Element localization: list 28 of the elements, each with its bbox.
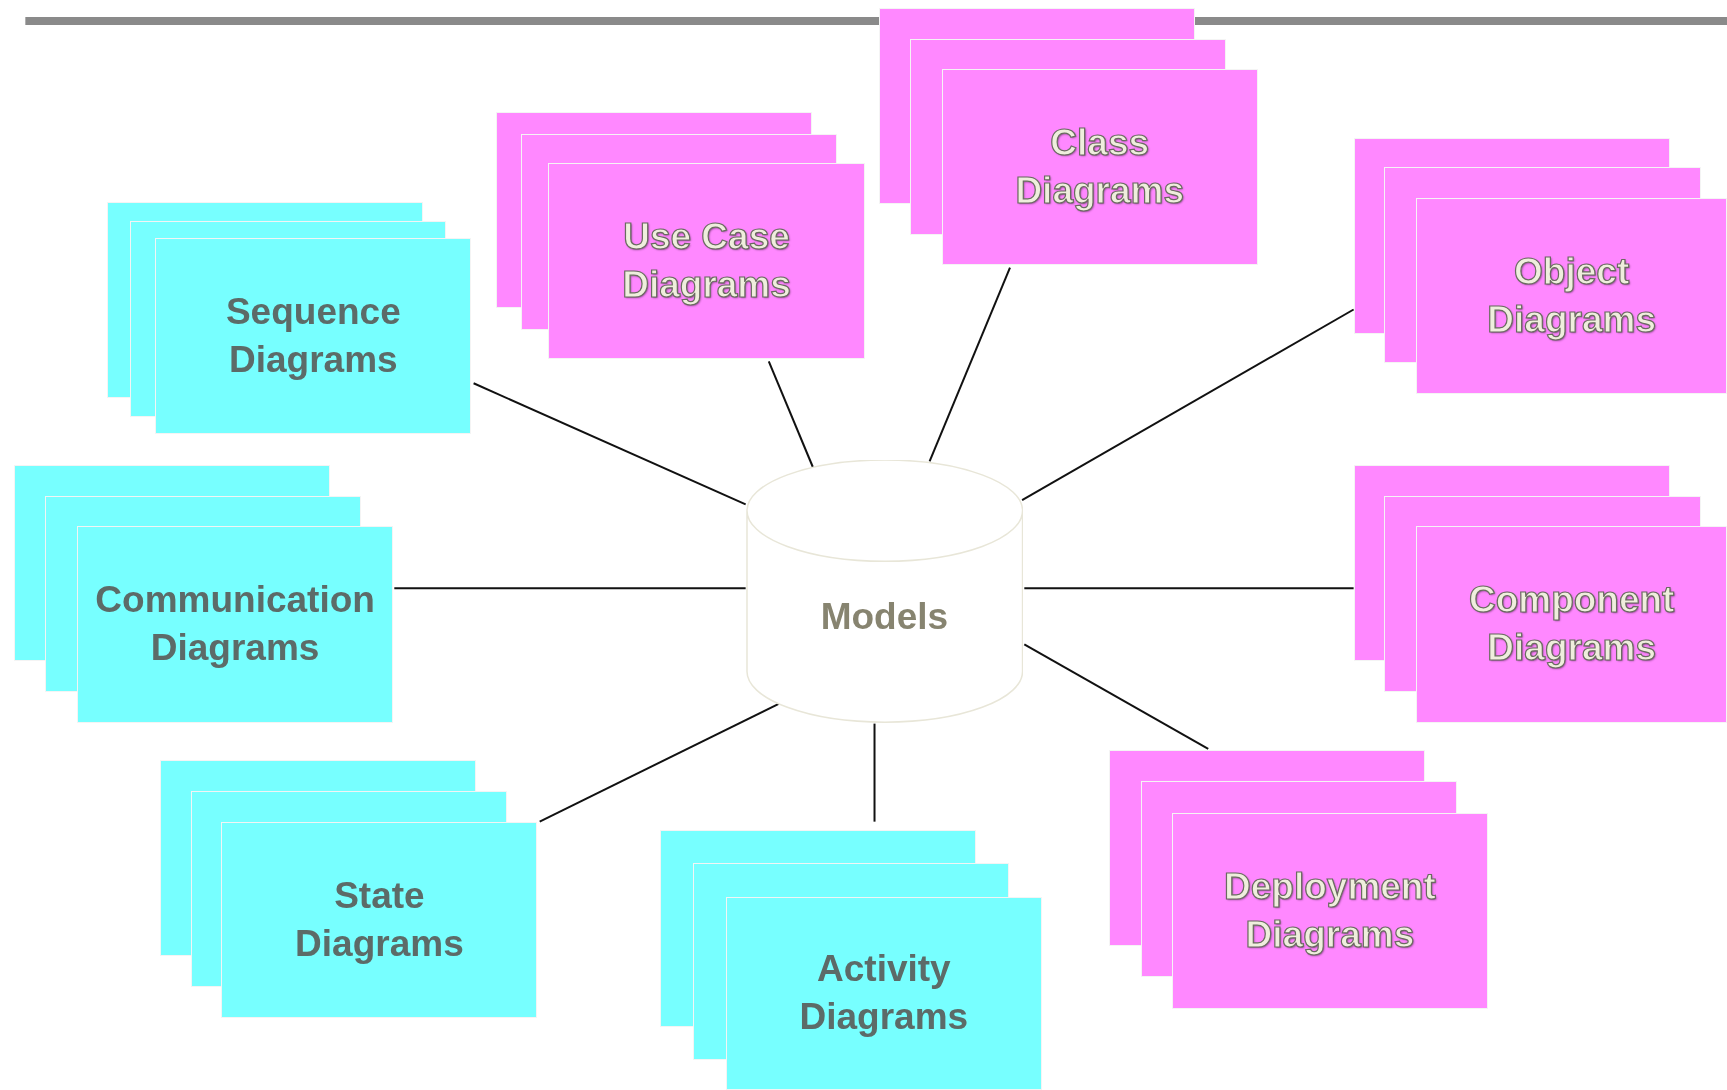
connector-line: [393, 587, 747, 590]
connector-line: [538, 702, 780, 823]
card-stack: [159, 759, 538, 1018]
card-stack: [1109, 750, 1488, 1009]
card-title: Class Diagrams: [1014, 121, 1186, 214]
connector-line: [873, 722, 876, 823]
card-title: State Diagrams: [294, 873, 465, 966]
card-title: Deployment Diagrams: [1223, 864, 1437, 957]
cylinder-label: Models: [819, 594, 950, 639]
card-stack: [878, 7, 1258, 266]
card-title: Sequence Diagrams: [224, 289, 402, 382]
connector-line: [1021, 308, 1355, 502]
card-title: Communication Diagrams: [94, 578, 376, 671]
card-title: Object Diagrams: [1486, 250, 1657, 343]
connector-line: [928, 266, 1011, 463]
card-title: Use Case Diagrams: [621, 214, 792, 307]
card-title: Component Diagrams: [1467, 578, 1676, 671]
connector-line: [1023, 587, 1355, 590]
card-stack: [495, 112, 865, 360]
card-stack: [1353, 137, 1727, 395]
card-stack: [14, 464, 394, 723]
card-stack: [659, 830, 1042, 1090]
connector-line: [767, 360, 814, 468]
card-title: Activity Diagrams: [798, 947, 970, 1040]
connector-line: [1023, 643, 1210, 750]
card-stack: [1353, 464, 1727, 723]
card-stack: [106, 201, 472, 434]
connector-line: [472, 382, 747, 506]
